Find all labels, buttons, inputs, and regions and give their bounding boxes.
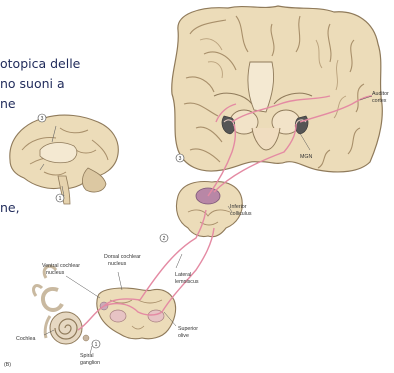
superior-olive-label: Superior <box>178 326 198 332</box>
ventral-cochlear-nucleus-label: Ventral cochlear <box>42 263 80 269</box>
lateral-lemniscus-label: Lateral <box>175 272 191 278</box>
coronal-brain-section <box>172 6 383 172</box>
spiral-ganglion-label-2: ganglion <box>80 360 100 366</box>
sagittal-brain <box>10 115 118 204</box>
spiral-ganglion-label: Spiral <box>80 353 94 359</box>
lateral-lemniscus-label-2: lemniscus <box>175 279 199 285</box>
inferior-colliculus-label-2: colliculus <box>230 211 252 217</box>
marker-sagittal-top-text: 3 <box>41 116 44 122</box>
brainstem-section <box>97 288 176 339</box>
cochlea-label: Cochlea <box>16 336 35 342</box>
marker-midbrain-text: 2 <box>163 236 166 242</box>
dorsal-cochlear-nucleus-label: Dorsal cochlear <box>104 254 141 260</box>
ventral-cochlear-nucleus-label-2: nucleus <box>46 270 65 276</box>
dorsal-cochlear-nucleus-label-2: nucleus <box>108 261 127 267</box>
auditory-cortex-label-2: cortex <box>372 98 387 104</box>
marker-cortex-text: 3 <box>179 156 182 162</box>
auditory-cortex-label: Auditor <box>372 91 389 97</box>
mgn-label: MGN <box>300 154 313 160</box>
marker-cochlea-text: 1 <box>95 342 98 348</box>
superior-olive-label-2: olive <box>178 333 189 339</box>
inferior-colliculus-label: Inferior <box>230 204 247 210</box>
panel-letter-label: (B) <box>4 362 11 368</box>
inner-ear <box>34 266 89 344</box>
marker-sagittal-bottom-text: 1 <box>59 196 62 202</box>
